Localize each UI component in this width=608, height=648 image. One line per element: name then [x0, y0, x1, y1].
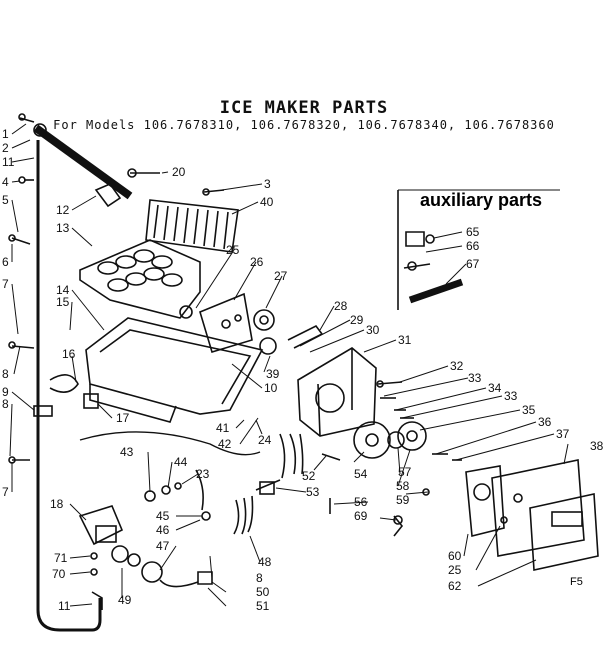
callout-7: 7 — [2, 485, 9, 499]
callout-1: 1 — [2, 127, 9, 141]
callout-66: 66 — [466, 239, 480, 253]
callout-3: 3 — [264, 177, 271, 191]
callout-6: 6 — [2, 255, 9, 269]
callout-32: 32 — [450, 359, 464, 373]
callout-25: 25 — [226, 243, 240, 257]
diagram-subtitle: For Models 106.7678310, 106.7678320, 106… — [53, 118, 555, 132]
aux-parts-label: auxiliary parts — [420, 190, 542, 210]
diagram-title: ICE MAKER PARTS — [219, 98, 389, 118]
callout-12: 12 — [56, 203, 70, 217]
callout-15: 15 — [56, 295, 70, 309]
callout-14: 14 — [56, 283, 70, 297]
ejector-blades — [145, 199, 239, 253]
callout-67: 67 — [466, 257, 480, 271]
callout-30: 30 — [366, 323, 380, 337]
corner-code: F5 — [570, 576, 583, 588]
callout-35: 35 — [522, 403, 536, 417]
callout-10: 10 — [264, 381, 278, 395]
lever-part — [94, 183, 122, 208]
callout-52: 52 — [302, 469, 316, 483]
callout-48: 48 — [258, 555, 272, 569]
callout-8: 8 — [2, 367, 9, 381]
callout-36: 36 — [538, 415, 552, 429]
callout-8: 8 — [256, 571, 263, 585]
callout-26: 26 — [250, 255, 264, 269]
callout-31: 31 — [398, 333, 412, 347]
callout-4: 4 — [2, 175, 9, 189]
callout-44: 44 — [174, 455, 188, 469]
callout-5: 5 — [2, 193, 9, 207]
water-valve — [78, 505, 124, 546]
callout-60: 60 — [448, 549, 462, 563]
callout-39: 39 — [266, 367, 280, 381]
callout-40: 40 — [260, 195, 274, 209]
callout-29: 29 — [350, 313, 364, 327]
callout-13: 13 — [56, 221, 70, 235]
control-housing — [297, 347, 377, 437]
callout-49: 49 — [118, 593, 132, 607]
callout-27: 27 — [274, 269, 288, 283]
auxiliary-parts-group — [403, 231, 464, 304]
callout-58: 58 — [396, 479, 410, 493]
callout-16: 16 — [62, 347, 76, 361]
callout-69: 69 — [354, 509, 368, 523]
callout-65: 65 — [466, 225, 480, 239]
callout-70: 70 — [52, 567, 66, 581]
gear-27 — [253, 309, 275, 331]
front-cover-62 — [529, 493, 599, 571]
callout-24: 24 — [258, 433, 272, 447]
callout-18: 18 — [50, 497, 64, 511]
callout-17: 17 — [116, 411, 130, 425]
callout-33: 33 — [504, 389, 518, 403]
callout-56: 56 — [354, 495, 368, 509]
motor-54 — [353, 421, 391, 459]
callout-20: 20 — [172, 165, 186, 179]
callout-57: 57 — [398, 465, 412, 479]
callout-51: 51 — [256, 599, 270, 613]
callout-47: 47 — [156, 539, 170, 553]
callout-62: 62 — [448, 579, 462, 593]
callout-46: 46 — [156, 523, 170, 537]
callout-28: 28 — [334, 299, 348, 313]
callout-34: 34 — [488, 381, 502, 395]
callout-23: 23 — [196, 467, 210, 481]
callout-2: 2 — [2, 141, 9, 155]
ice-mold — [79, 239, 201, 319]
callout-25: 25 — [448, 563, 462, 577]
water-tube — [36, 140, 102, 632]
callout-42: 42 — [218, 437, 232, 451]
mount-plate — [199, 292, 253, 353]
callout-53: 53 — [306, 485, 320, 499]
callout-43: 43 — [120, 445, 134, 459]
callout-41: 41 — [216, 421, 230, 435]
callout-50: 50 — [256, 585, 270, 599]
bracket-60 — [465, 465, 505, 538]
callout-11: 11 — [58, 599, 71, 613]
callout-7: 7 — [2, 277, 9, 291]
callout-38: 38 — [590, 439, 604, 453]
callout-54: 54 — [354, 467, 368, 481]
callout-8: 8 — [2, 397, 9, 411]
aux-tube-67 — [408, 278, 464, 304]
callout-33: 33 — [468, 371, 482, 385]
shutoff-arm — [33, 124, 133, 200]
callout-71: 71 — [54, 551, 68, 565]
callout-45: 45 — [156, 509, 170, 523]
callout-11: 11 — [2, 155, 15, 169]
callout-59: 59 — [396, 493, 410, 507]
mold-housing — [85, 317, 264, 415]
cover-plate-38 — [491, 459, 585, 557]
callout-37: 37 — [556, 427, 570, 441]
callout-9: 9 — [2, 385, 9, 399]
